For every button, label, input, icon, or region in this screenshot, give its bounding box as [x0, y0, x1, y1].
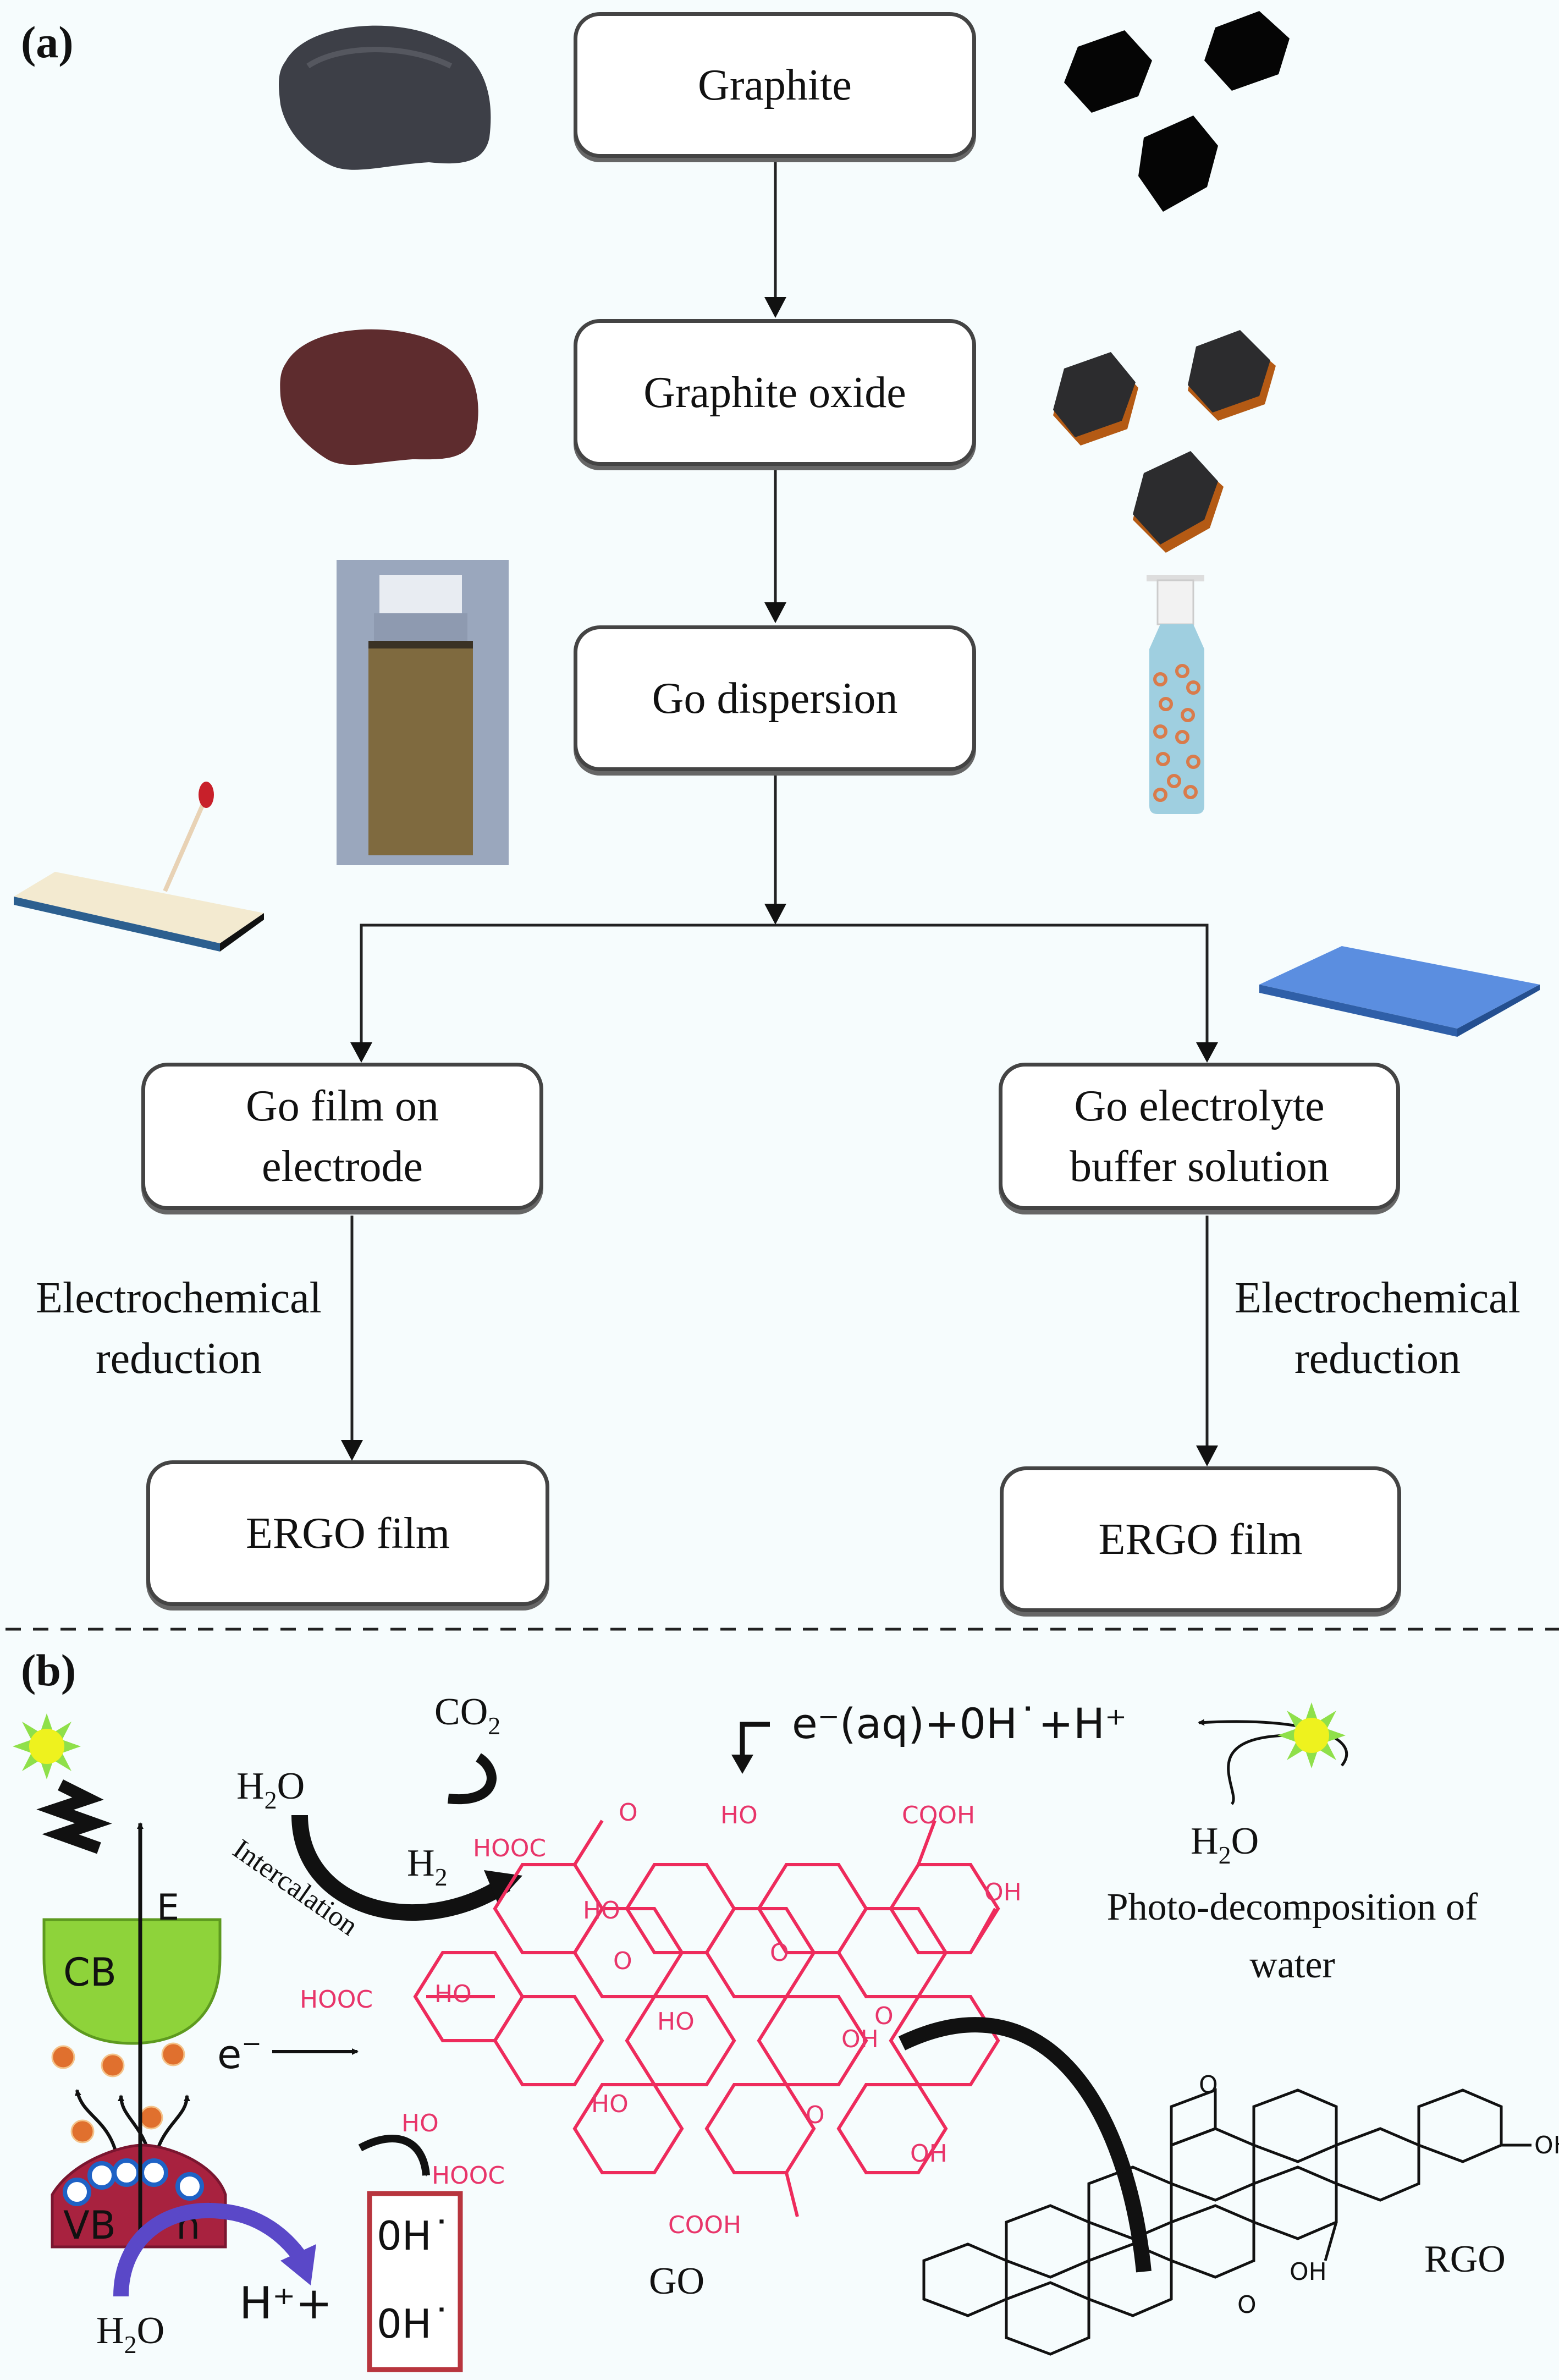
h2o-bottom: H2O: [96, 2310, 164, 2359]
sun-icon-right: [1277, 1702, 1346, 1768]
h2o-right: H2O: [1191, 1820, 1259, 1869]
svg-text:O: O: [613, 1947, 632, 1975]
graphite-oxide-flakes-icon: [1053, 330, 1276, 553]
go-dispersion-vial-photo: [337, 560, 509, 865]
conduction-band: [42, 1918, 222, 2045]
svg-text:COOH: COOH: [668, 2211, 741, 2239]
edge-label-right-line2: reduction: [1294, 1334, 1461, 1383]
electrode-with-dropper-icon: [14, 782, 264, 952]
graphite-oxide-powder-icon: [280, 329, 478, 465]
panel-b-label: (b): [21, 1645, 76, 1695]
go-label: GO: [649, 2260, 704, 2302]
svg-text:HO: HO: [434, 1980, 472, 2008]
panel-b-mechanism: CB VB h + E H2O H⁺+ 0H˙ 0H˙ e− H2O CO2 H…: [13, 1691, 1559, 2372]
step-go-film-line1: Go film on: [245, 1082, 439, 1130]
step-go-film-line2: electrode: [261, 1142, 423, 1191]
step-ergo-left-label: ERGO film: [245, 1509, 450, 1558]
oxidation-arrow-icon: [113, 2202, 309, 2297]
svg-text:HOOC: HOOC: [432, 2162, 505, 2190]
step-graphite-oxide: Graphite oxide: [574, 319, 976, 466]
svg-text:HO: HO: [583, 1897, 620, 1925]
svg-text:OH: OH: [1534, 2131, 1559, 2159]
oh-radical-1: 0H˙: [377, 2213, 451, 2259]
svg-text:O: O: [770, 1939, 789, 1967]
step-ergo-right: ERGO film: [1000, 1466, 1401, 1612]
holes: [63, 2158, 204, 2206]
energy-axis-label: E: [157, 1887, 179, 1928]
svg-text:HO: HO: [720, 1801, 758, 1829]
reaction-down-arrow: [740, 1722, 770, 1766]
electrons: [51, 2042, 185, 2143]
co2-release-arrow: [448, 1753, 497, 1805]
photo-decomposition-line1: Photo-decomposition of: [1107, 1886, 1478, 1928]
svg-text:HOOC: HOOC: [300, 1986, 373, 2014]
edge-label-right-line1: Electrochemical: [1235, 1274, 1521, 1322]
hydroxyl-radical-box: [367, 2191, 463, 2372]
branch-line: [360, 924, 1209, 1052]
go-functional-groups: HOOC O HO COOH OH HO O HOOC HO O HO HO O…: [300, 1799, 1022, 2239]
h2o-left: H2O: [236, 1765, 305, 1814]
step-go-dispersion-label: Go dispersion: [652, 674, 898, 723]
photolysis-curve: [1227, 1734, 1287, 1805]
step-graphite-label: Graphite: [698, 61, 852, 109]
step-go-electrolyte: Go electrolyte buffer solution: [999, 1063, 1400, 1210]
step-go-electrolyte-line2: buffer solution: [1070, 1142, 1329, 1191]
go-lattice: [413, 1820, 1000, 2217]
step-graphite: Graphite: [574, 12, 976, 158]
cb-label: CB: [63, 1950, 117, 1995]
light-wave-icon: [36, 1779, 112, 1854]
svg-text:COOH: COOH: [902, 1801, 975, 1829]
svg-text:OH: OH: [1290, 2258, 1327, 2286]
panel-a-illustrations: [14, 11, 1540, 1037]
intercalation-arrow-icon: [291, 1815, 511, 1921]
reduction-arrow-icon: [898, 2017, 1152, 2273]
edge-label-left-line2: reduction: [95, 1334, 262, 1383]
panel-a-label: (a): [21, 17, 74, 67]
edge-label-left-line1: Electrochemical: [36, 1274, 322, 1322]
flowchart-connectors: [5, 162, 1559, 1631]
step-ergo-right-label: ERGO film: [1098, 1515, 1303, 1564]
graphite-powder-icon: [279, 25, 491, 170]
reaction-equation: e⁻(aq)+0H˙+H⁺: [792, 1699, 1127, 1748]
oh-radical-2: 0H˙: [377, 2301, 451, 2347]
blue-electrode-plate-icon: [1259, 946, 1540, 1037]
svg-text:HO: HO: [401, 2109, 439, 2137]
step-ergo-left: ERGO film: [146, 1460, 549, 1606]
rgo-lattice: [922, 2088, 1532, 2356]
svg-text:OH: OH: [910, 2140, 947, 2168]
svg-text:O: O: [874, 2002, 894, 2030]
step-graphite-oxide-label: Graphite oxide: [643, 368, 906, 417]
svg-text:O: O: [619, 1799, 638, 1827]
step-go-film: Go film on electrode: [141, 1063, 543, 1210]
sun-icon-left: [13, 1713, 81, 1779]
hplus-label: H⁺+: [239, 2278, 332, 2329]
svg-text:HO: HO: [591, 2090, 629, 2118]
svg-text:O: O: [1199, 2071, 1218, 2099]
step-go-electrolyte-line1: Go electrolyte: [1074, 1082, 1325, 1130]
step-go-dispersion: Go dispersion: [574, 625, 976, 771]
co2-label: CO2: [434, 1691, 500, 1740]
h2-label: H2: [407, 1842, 448, 1891]
photo-decomposition-line2: water: [1249, 1944, 1335, 1986]
electron-label: e−: [217, 2030, 262, 2077]
svg-text:HOOC: HOOC: [473, 1834, 546, 1862]
go-dispersion-bottle-icon: [1147, 575, 1204, 814]
rgo-label: RGO: [1424, 2238, 1506, 2280]
oh-attack-arrow: [358, 2135, 430, 2176]
vb-label: VB: [63, 2203, 116, 2248]
svg-text:HO: HO: [657, 2008, 695, 2036]
svg-text:O: O: [1237, 2291, 1257, 2319]
svg-text:OH: OH: [984, 1878, 1022, 1906]
edge-label-right: Electrochemical reduction: [1210, 1268, 1545, 1389]
edge-label-left: Electrochemical reduction: [11, 1268, 346, 1389]
rgo-functional-groups: O OH OH O: [1199, 2071, 1559, 2319]
svg-text:O: O: [806, 2101, 825, 2129]
svg-text:OH: OH: [841, 2025, 879, 2053]
graphite-flakes-icon: [1064, 11, 1290, 212]
